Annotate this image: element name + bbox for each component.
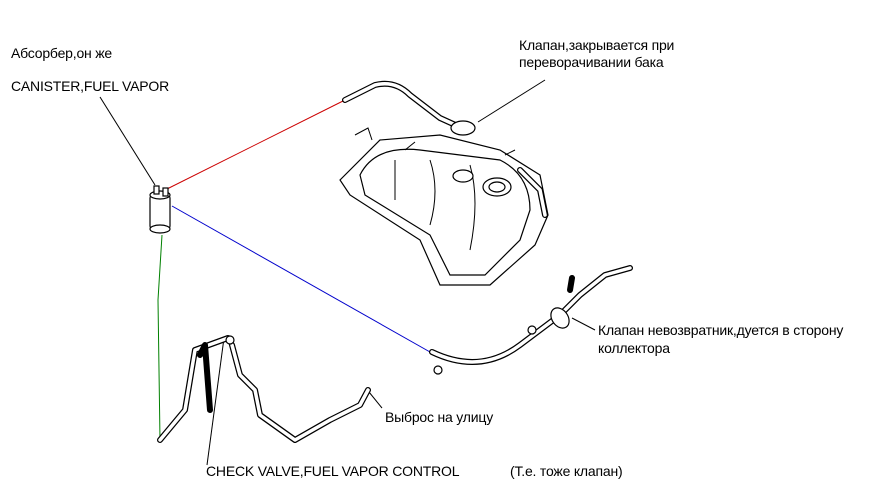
collector-hose [429,265,633,375]
vent-line [157,234,163,441]
fuel-tank [339,120,549,286]
canister-part [149,185,171,234]
check-valve-control-label: CHECK VALVE,FUEL VAPOR CONTROL [206,463,460,479]
check-valve-note-label: (Т.е. тоже клапан) [510,463,623,479]
collector-line [171,205,431,353]
absorber-label: Абсорбер,он же [11,45,113,61]
canister-leader [99,96,156,186]
check-valve-label-line2: коллектора [598,340,670,356]
rollover-valve-leader [477,79,546,123]
tank-vapor-line [164,99,346,191]
check-valve-label-line1: Клапан невозвратник,дуется в сторону [598,322,844,338]
check-valve-control-leader [206,337,225,466]
vent-outside-label: Выброс на улицу [385,409,493,425]
tank-hose [342,80,465,131]
canister-label: CANISTER,FUEL VAPOR [11,78,170,94]
rollover-valve-label-line2: переворачивании бака [519,54,664,70]
rollover-valve-label-line1: Клапан,закрывается при [519,37,675,53]
vent-leader [368,391,383,409]
check-valve-leader [571,317,596,331]
vent-hose [157,335,371,443]
